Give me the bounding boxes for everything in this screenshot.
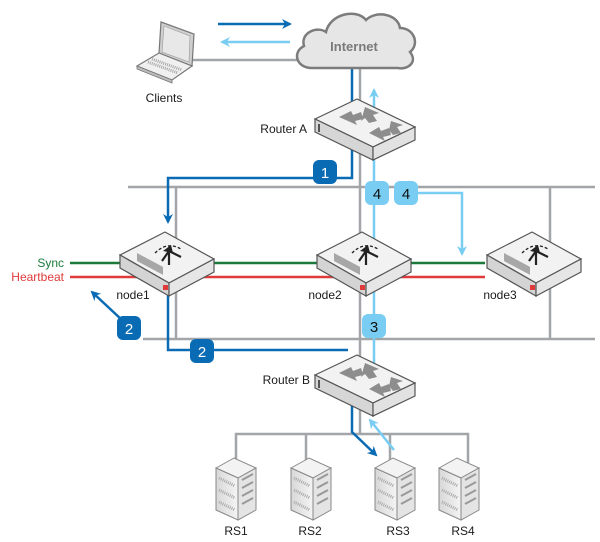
step-badge-4-node3: 4 — [394, 181, 418, 205]
cloud-icon — [295, 12, 417, 70]
firewall-icon — [485, 231, 583, 298]
path-step-2-heartbeat — [90, 290, 123, 321]
server-icon — [289, 457, 333, 521]
node1-label: node1 — [116, 288, 150, 302]
firewall-icon — [315, 231, 413, 298]
router-b-label: Router B — [263, 373, 310, 387]
request-path — [90, 68, 378, 457]
rs3-label: RS3 — [386, 524, 410, 538]
server-icon — [437, 457, 481, 521]
heartbeat-label: Heartbeat — [11, 270, 64, 284]
internet-cloud: Internet — [295, 12, 417, 70]
router-icon — [313, 354, 417, 417]
rs2-label: RS2 — [298, 524, 322, 538]
server-rs4: RS4 — [437, 457, 481, 538]
server-bus — [234, 432, 470, 465]
internet-label: Internet — [330, 39, 378, 54]
router-icon — [313, 98, 417, 161]
path-rs3-to-router-b — [368, 418, 395, 451]
badge-number: 4 — [373, 186, 381, 203]
path-step-2-to-router-b — [166, 290, 348, 352]
badge-number: 2 — [125, 321, 133, 338]
badge-number: 2 — [198, 344, 206, 361]
node3-label: node3 — [483, 288, 517, 302]
server-rs1: RS1 — [214, 457, 258, 538]
badge-number: 3 — [370, 319, 378, 336]
node3: node3 — [483, 231, 583, 302]
rs4-label: RS4 — [451, 524, 475, 538]
clients-laptop: Clients — [135, 21, 195, 105]
path-router-b-to-rs3 — [350, 405, 378, 457]
server-rs3: RS3 — [373, 457, 417, 538]
badge-number: 4 — [402, 186, 410, 203]
node2: node2 — [308, 231, 413, 302]
router-a-label: Router A — [260, 122, 307, 136]
rs1-label: RS1 — [224, 524, 248, 538]
step-badge-2-heartbeat: 2 — [117, 316, 141, 340]
step-badge-2-router-b: 2 — [190, 339, 214, 363]
badge-number: 1 — [321, 165, 329, 182]
step-badge-1: 1 — [313, 160, 337, 184]
laptop-icon — [135, 21, 195, 84]
firewall-icon — [118, 231, 216, 298]
node1: node1 — [116, 231, 216, 302]
sync-label: Sync — [37, 256, 64, 270]
server-rs2: RS2 — [289, 457, 333, 538]
router-b: Router B — [263, 354, 417, 417]
router-a: Router A — [260, 98, 417, 161]
path-step-1 — [163, 145, 354, 224]
step-badge-3: 3 — [362, 314, 386, 338]
server-icon — [214, 457, 258, 521]
clients-label: Clients — [146, 91, 183, 105]
node2-label: node2 — [308, 288, 342, 302]
server-icon — [373, 457, 417, 521]
step-badge-4-router-a: 4 — [365, 181, 389, 205]
path-step-4-to-node3 — [405, 191, 467, 256]
